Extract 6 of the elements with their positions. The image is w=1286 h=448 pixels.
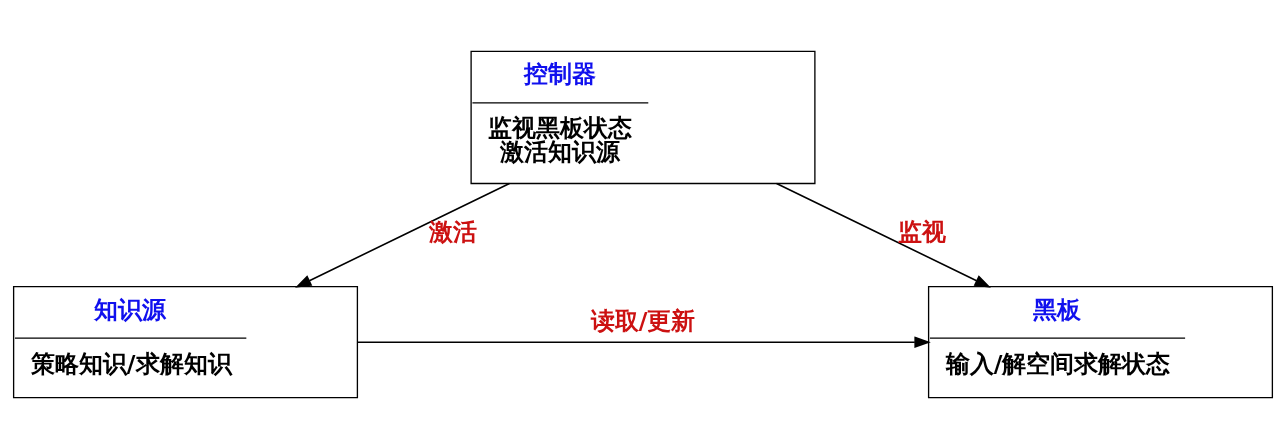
edge-label: 监视 — [898, 217, 947, 246]
edge-label: 激活 — [428, 217, 477, 246]
arrow — [356, 335, 931, 348]
arrow — [775, 182, 991, 288]
arrow — [295, 182, 511, 288]
edge-label: 读取/更新 — [590, 306, 696, 335]
